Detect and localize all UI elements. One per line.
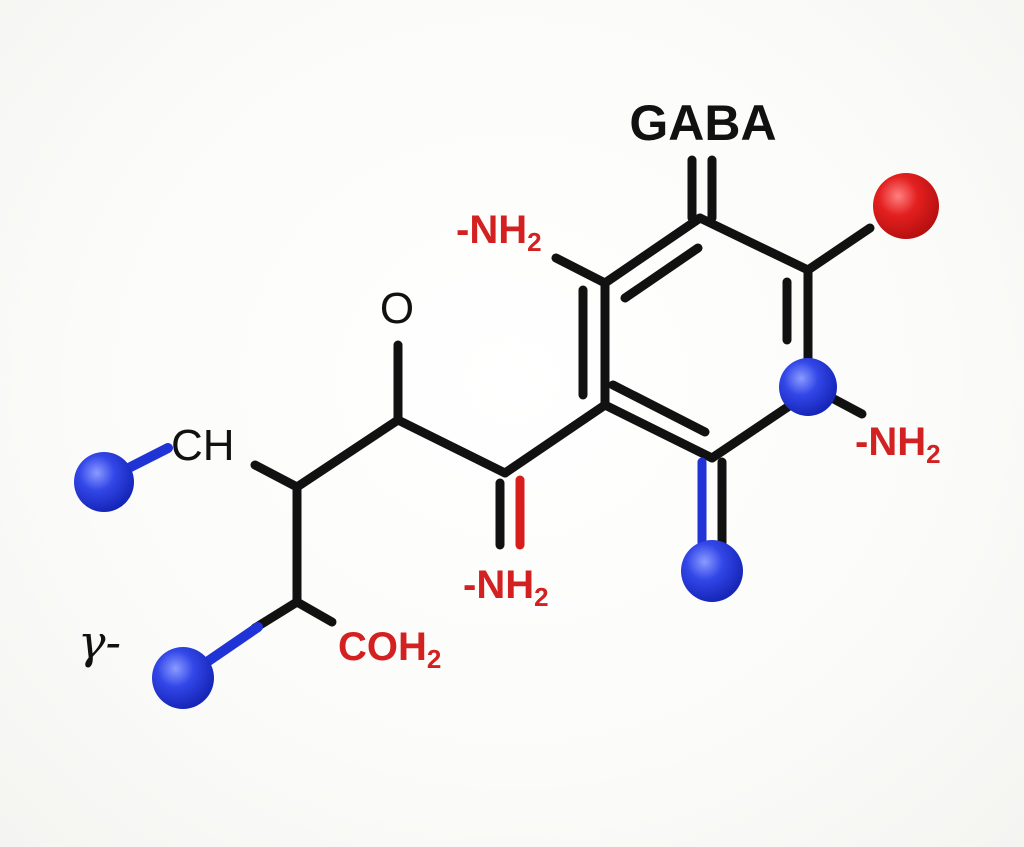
chain-bond-c2-to-c3: [292, 415, 403, 492]
skeleton-bonds: [250, 155, 875, 633]
ring-double-bottom-inner: [608, 380, 710, 437]
nh2-top-left-label: -NH2: [456, 208, 542, 257]
blue-atom-sphere: [681, 540, 743, 602]
blue-atom-sphere: [779, 358, 837, 416]
chain-bond-c3-to-ch: [250, 460, 302, 492]
ring-bond-top-left: [600, 213, 705, 288]
red-atom-sphere: [873, 173, 939, 239]
blue-atom-sphere: [152, 647, 214, 709]
blue-atom-sphere: [74, 452, 134, 512]
gamma-prefix-label: γ-: [78, 615, 121, 669]
bond-to-nh2-right: [827, 393, 867, 419]
ring-bond-top-right: [695, 213, 813, 275]
ch-label: CH: [171, 421, 235, 470]
nh2-right-label: -NH2: [855, 420, 941, 469]
nh2-bottom-label: -NH2: [463, 563, 549, 612]
bond-to-red-atom: [803, 223, 875, 275]
ring-bond-bottom-left: [600, 400, 717, 463]
bond-to-nh2-top-left: [551, 253, 610, 288]
ring-double-top-inner: [620, 243, 703, 303]
chain-bond-c4-to-blue: [250, 597, 302, 633]
coh2-label: COH2: [338, 625, 441, 674]
chain-bond-c1-to-c2: [393, 415, 510, 478]
chain-bond-c4-to-coh2: [292, 597, 337, 627]
oxygen-label: O: [380, 284, 414, 333]
chain-bond-ring-to-c1: [500, 400, 610, 478]
title-label: GABA: [629, 95, 776, 151]
